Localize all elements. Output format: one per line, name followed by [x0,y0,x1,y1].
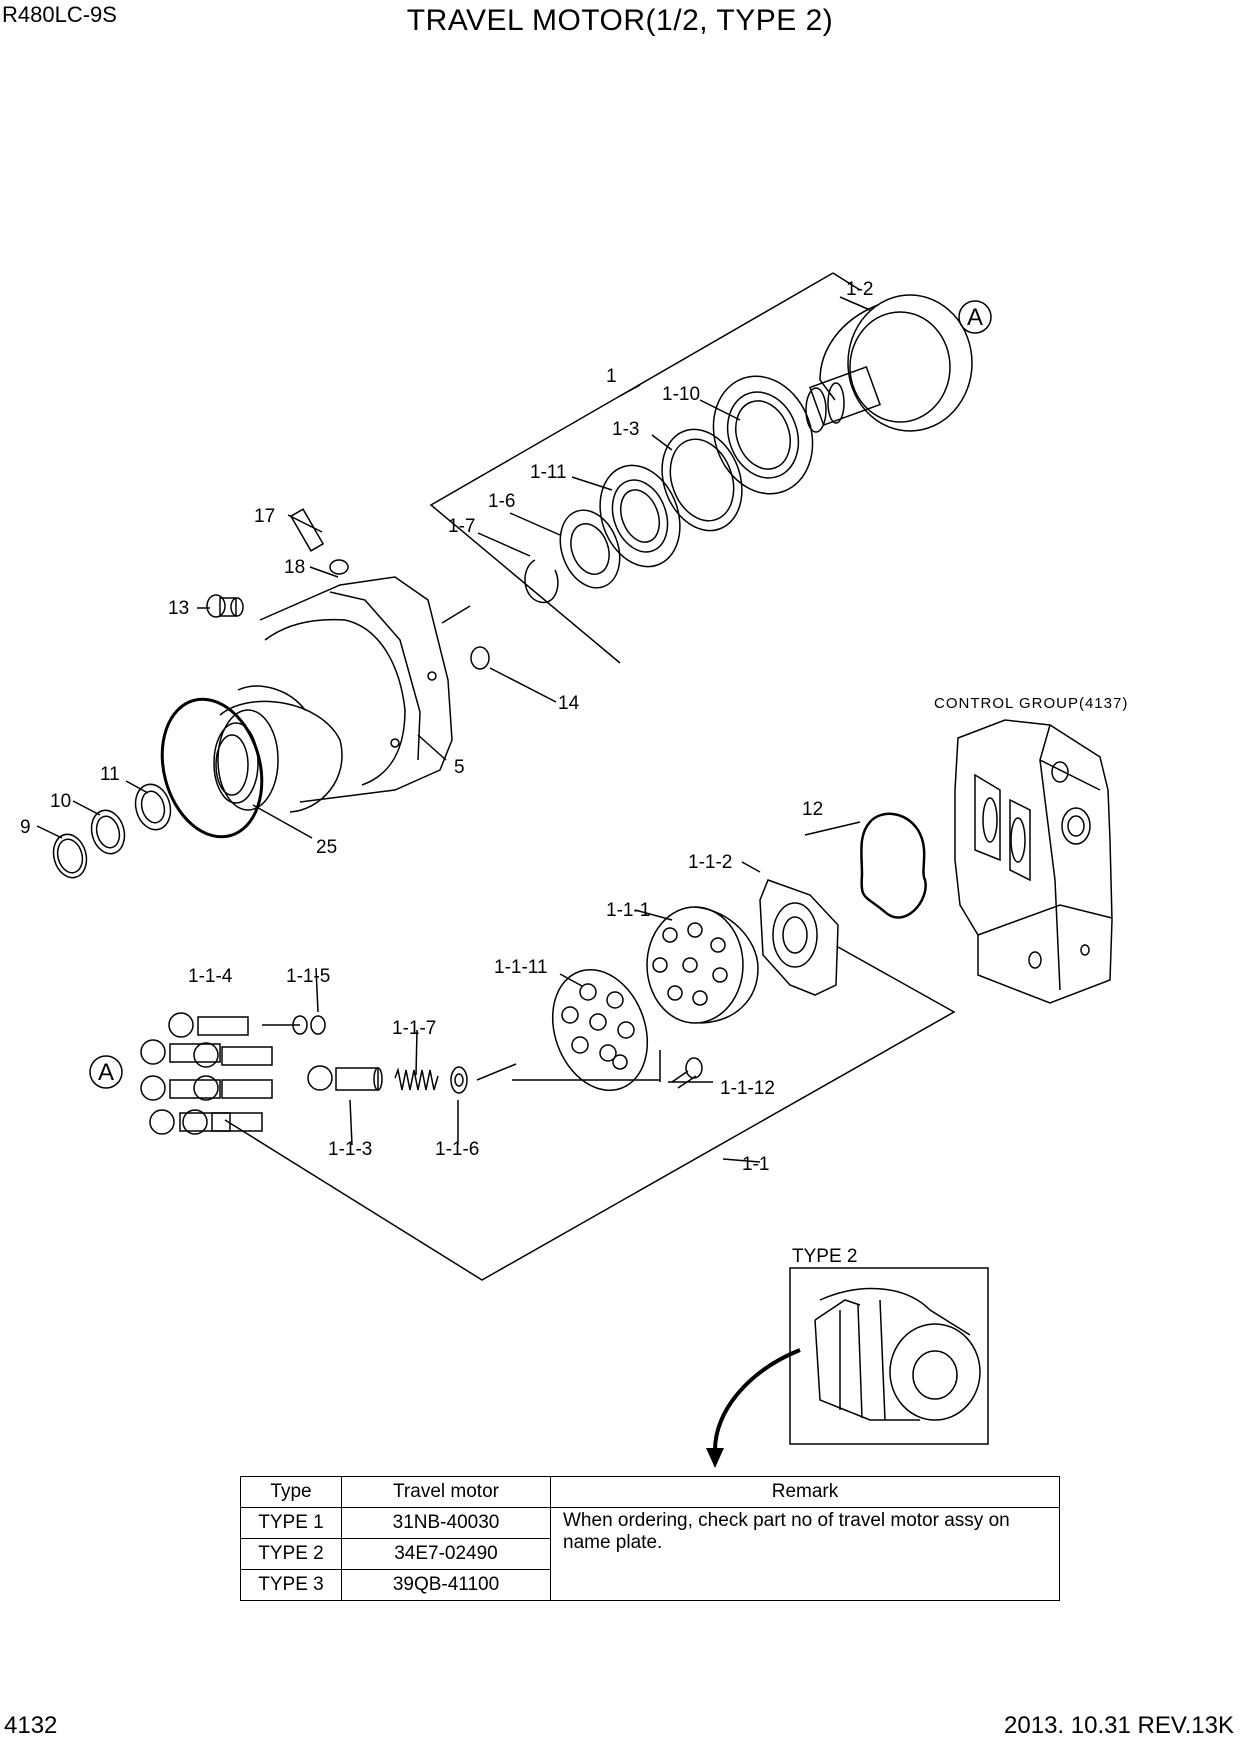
page-number: 4132 [4,1712,58,1739]
inset-arrow [713,1348,801,1451]
page-title: TRAVEL MOTOR(1/2, TYPE 2) [406,4,834,37]
control-group-block [954,719,1113,1004]
type-cell: TYPE 2 [240,1538,342,1570]
header-remark: Remark [550,1476,1060,1508]
spring-1-1-7 [394,1067,439,1091]
piston-1-1-3 [307,1065,383,1091]
plug-17 [289,508,325,552]
o-ring-14 [470,646,490,670]
washer-1-1-6 [450,1066,468,1094]
o-ring-12 [860,812,927,919]
pistons-1-1-4 [140,1012,273,1135]
callout-13: 13 [168,598,189,619]
motor-cell: 39QB-41100 [341,1569,551,1601]
inset-label: TYPE 2 [792,1246,857,1267]
view-marker-a-left [89,1055,123,1089]
control-group-label: CONTROL GROUP(4137) [934,695,1128,712]
callout-14: 14 [558,693,580,714]
view-marker-a-top-label: A [967,304,983,331]
nut-18 [329,559,349,575]
inset-box [789,1267,989,1445]
callout-10: 10 [50,791,71,812]
snap-ring-1-7 [524,559,559,604]
callout-25: 25 [316,837,337,858]
seal-1-3 [661,428,743,532]
inset-arrow-head [706,1448,724,1468]
callout-1-1-5: 1-1-5 [286,966,330,987]
ring-10 [90,809,126,855]
housing-5 [213,576,453,813]
callout-17: 17 [254,506,275,527]
callout-1-1-4: 1-1-4 [188,966,233,987]
bearing-1-10 [712,375,814,495]
callout-1-1-2: 1-1-2 [688,852,732,873]
callout-5: 5 [454,757,465,778]
ring-11 [134,783,172,831]
model-number: R480LC-9S [2,2,117,27]
callout-1-6: 1-6 [488,491,515,512]
callout-1-11: 1-11 [530,462,567,483]
screw-1-1-12 [671,1057,703,1089]
view-marker-a-left-label: A [98,1059,114,1086]
cylinder-block-1-1-1 [646,906,759,1024]
bearing-1-11 [599,464,681,568]
callout-1-1-11: 1-1-11 [494,957,548,978]
callout-1-10: 1-10 [662,384,700,405]
remark-cell: When ordering, check part no of travel m… [550,1507,1060,1601]
washer-1-6 [559,509,621,589]
rings-1-1-5 [292,1015,326,1035]
ring-9 [52,833,88,879]
callout-1-1: 1-1 [742,1154,769,1175]
callout-1-2: 1-2 [846,279,873,300]
bracket-1-1 [224,946,956,1281]
callout-1-1-6: 1-1-6 [435,1139,479,1160]
table-row: TYPE 2 34E7-02490 [240,1538,1060,1570]
bracket-1 [429,272,834,664]
callout-1: 1 [606,366,617,387]
inset-motor-illustration [814,1287,981,1421]
table-header-row: Type Travel motor Remark [240,1476,1060,1508]
revision-date: 2013. 10.31 REV.13K [1004,1712,1234,1739]
callout-11: 11 [100,764,120,785]
callout-12: 12 [802,799,823,820]
motor-cell: 34E7-02490 [341,1538,551,1570]
header-travel-motor: Travel motor [341,1476,551,1508]
callout-1-1-7: 1-1-7 [392,1018,436,1039]
view-marker-a-top [958,300,992,334]
valve-plate-1-1-2 [759,879,839,996]
header-type: Type [240,1476,342,1508]
motor-cell: 31NB-40030 [341,1507,551,1539]
travel-motor-type-table: Type Travel motor Remark TYPE 1 31NB-400… [240,1476,1060,1601]
table-row: TYPE 1 31NB-40030 When ordering, check p… [240,1507,1060,1601]
shaft-1-2 [805,294,973,433]
callout-1-7: 1-7 [448,516,475,537]
callout-1-3: 1-3 [612,419,639,440]
plug-13 [206,594,244,618]
callout-1-1-12: 1-1-12 [720,1078,775,1099]
o-ring-25 [160,697,264,839]
callout-9: 9 [20,817,31,838]
type-cell: TYPE 1 [240,1507,342,1539]
callout-1-1-1: 1-1-1 [606,900,650,921]
table-row: TYPE 3 39QB-41100 [240,1569,1060,1601]
retainer-plate-1-1-11 [551,968,649,1092]
callout-1-1-3: 1-1-3 [328,1139,372,1160]
type-cell: TYPE 3 [240,1569,342,1601]
callout-18: 18 [284,557,305,578]
